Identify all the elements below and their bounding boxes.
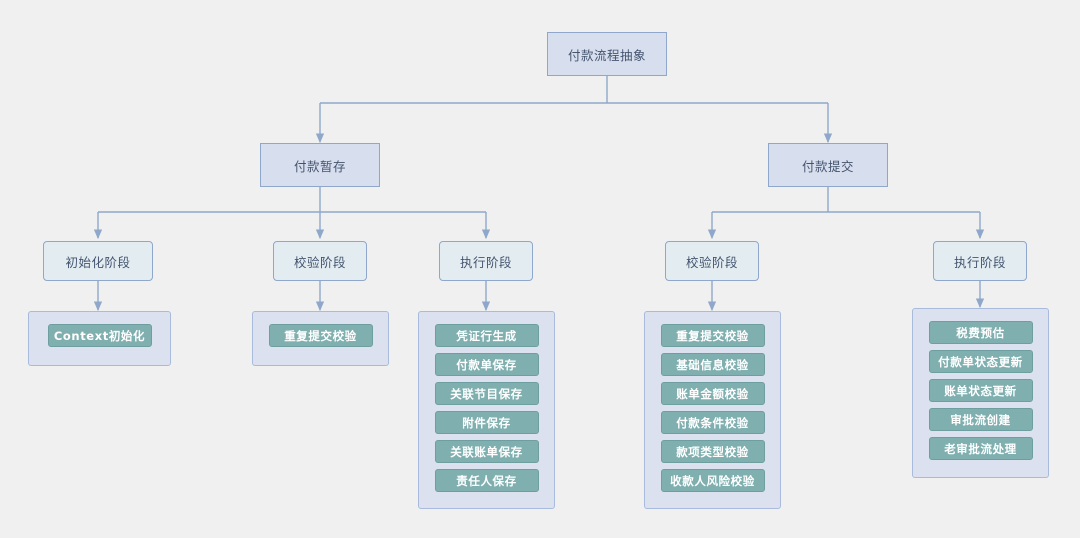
chip-label: 付款单保存: [456, 357, 517, 372]
list-item[interactable]: 凭证行生成: [434, 324, 539, 347]
node-stage-save-init[interactable]: 初始化阶段: [43, 241, 153, 281]
list-item[interactable]: 收款人风险校验: [660, 469, 765, 492]
node-branch-save[interactable]: 付款暂存: [260, 143, 380, 187]
node-stage-save-exec[interactable]: 执行阶段: [439, 241, 533, 281]
list-item[interactable]: 付款条件校验: [660, 411, 765, 434]
node-stage-submit-check-label: 校验阶段: [685, 254, 738, 270]
panel-submit-check: 重复提交校验 基础信息校验 账单金额校验 付款条件校验 款项类型校验 收款人风险…: [644, 311, 781, 509]
chip-label: 基础信息校验: [676, 357, 749, 372]
panel-save-exec: 凭证行生成 付款单保存 关联节目保存 附件保存 关联账单保存 责任人保存: [418, 311, 555, 509]
chip-label: 凭证行生成: [456, 328, 517, 343]
list-item[interactable]: 审批流创建: [928, 408, 1033, 431]
chip-label: 附件保存: [462, 415, 511, 430]
chip-label: 收款人风险校验: [670, 473, 755, 488]
node-branch-save-label: 付款暂存: [293, 158, 346, 174]
chip-label: 关联节目保存: [450, 386, 523, 401]
chip-label: 税费预估: [956, 325, 1005, 340]
panel-save-init: Context初始化: [28, 311, 171, 366]
chip-label: 重复提交校验: [284, 328, 357, 343]
chip-label: 账单金额校验: [676, 386, 749, 401]
chip-label: 老审批流处理: [944, 441, 1017, 456]
node-stage-submit-exec-label: 执行阶段: [953, 254, 1006, 270]
node-stage-save-exec-label: 执行阶段: [459, 254, 512, 270]
list-item[interactable]: 付款单保存: [434, 353, 539, 376]
chip-label: 审批流创建: [950, 412, 1011, 427]
chip-label: Context初始化: [53, 328, 146, 343]
list-item[interactable]: 基础信息校验: [660, 353, 765, 376]
list-item[interactable]: 账单金额校验: [660, 382, 765, 405]
chip-label: 重复提交校验: [676, 328, 749, 343]
list-item[interactable]: 税费预估: [928, 321, 1033, 344]
chip-label: 账单状态更新: [944, 383, 1017, 398]
list-item[interactable]: 关联账单保存: [434, 440, 539, 463]
chip-label: 款项类型校验: [676, 444, 749, 459]
chip-label: 付款单状态更新: [938, 354, 1023, 369]
list-item[interactable]: Context初始化: [47, 324, 152, 347]
node-stage-submit-exec[interactable]: 执行阶段: [933, 241, 1027, 281]
chip-label: 责任人保存: [456, 473, 517, 488]
node-stage-save-init-label: 初始化阶段: [65, 254, 131, 270]
node-root-label: 付款流程抽象: [567, 47, 646, 63]
list-item[interactable]: 款项类型校验: [660, 440, 765, 463]
list-item[interactable]: 重复提交校验: [660, 324, 765, 347]
list-item[interactable]: 责任人保存: [434, 469, 539, 492]
list-item[interactable]: 附件保存: [434, 411, 539, 434]
node-stage-save-check[interactable]: 校验阶段: [273, 241, 367, 281]
chip-label: 关联账单保存: [450, 444, 523, 459]
list-item[interactable]: 老审批流处理: [928, 437, 1033, 460]
node-branch-submit-label: 付款提交: [801, 158, 854, 174]
node-stage-submit-check[interactable]: 校验阶段: [665, 241, 759, 281]
node-root[interactable]: 付款流程抽象: [547, 32, 667, 76]
list-item[interactable]: 付款单状态更新: [928, 350, 1033, 373]
list-item[interactable]: 关联节目保存: [434, 382, 539, 405]
node-stage-save-check-label: 校验阶段: [293, 254, 346, 270]
panel-save-check: 重复提交校验: [252, 311, 389, 366]
panel-submit-exec: 税费预估 付款单状态更新 账单状态更新 审批流创建 老审批流处理: [912, 308, 1049, 478]
list-item[interactable]: 账单状态更新: [928, 379, 1033, 402]
node-branch-submit[interactable]: 付款提交: [768, 143, 888, 187]
list-item[interactable]: 重复提交校验: [268, 324, 373, 347]
chip-label: 付款条件校验: [676, 415, 749, 430]
